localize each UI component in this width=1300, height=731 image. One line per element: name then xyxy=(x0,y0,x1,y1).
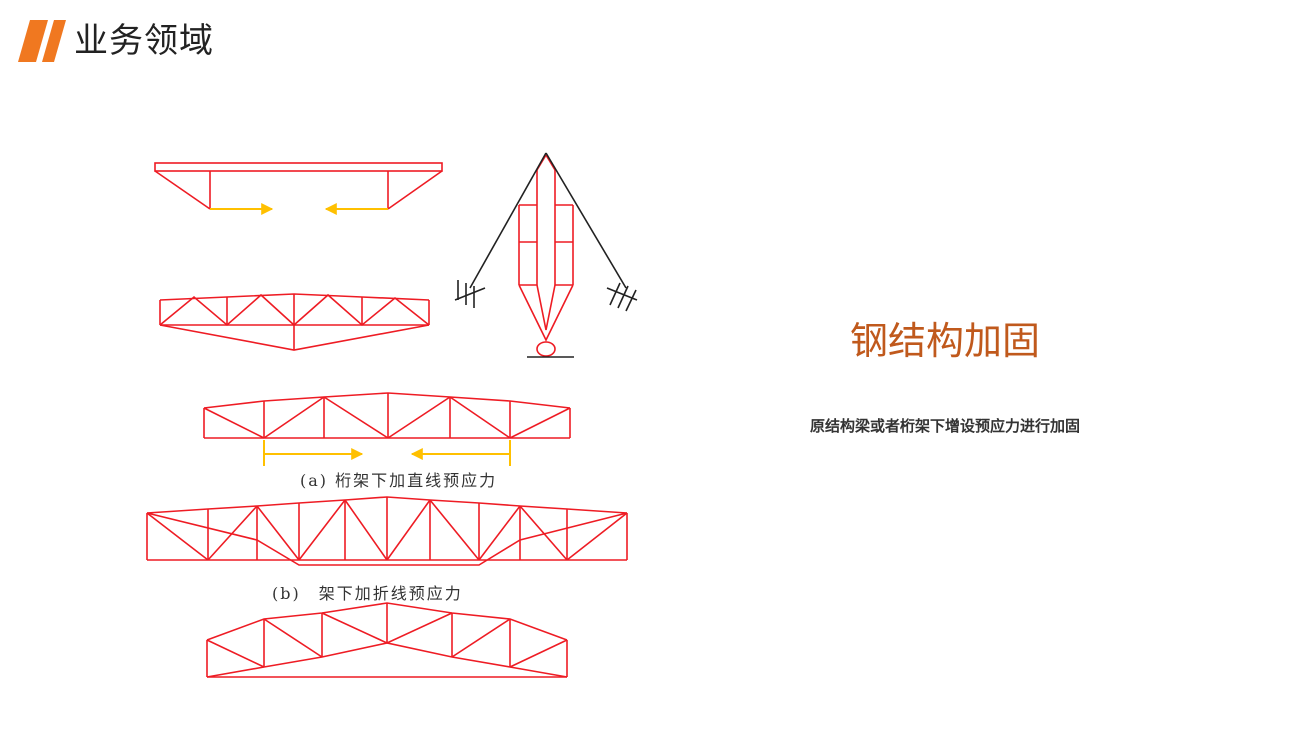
truss-underslung xyxy=(159,293,430,351)
caption-a: (a) 桁架下加直线预应力 xyxy=(300,471,498,490)
guyed-mast-truss xyxy=(518,154,574,357)
prestress-arrows-2 xyxy=(263,440,511,466)
caption-b: (b) 架下加折线预应力 xyxy=(272,584,463,603)
section-title: 钢结构加固 xyxy=(849,319,1040,363)
header: 业务领域 xyxy=(18,18,214,64)
truss-polygonal-prestress xyxy=(146,496,628,566)
truss-reinforcement-diagram xyxy=(140,140,660,700)
truss-arched xyxy=(206,602,568,678)
page-title: 业务领域 xyxy=(74,21,214,61)
truss-straight-prestress xyxy=(203,392,571,439)
beam-straight-prestress xyxy=(154,162,443,210)
section-description: 原结构梁或者桁架下增设预应力进行加固 xyxy=(809,417,1080,435)
guy-cables xyxy=(454,152,638,358)
double-slash-icon xyxy=(18,20,66,62)
